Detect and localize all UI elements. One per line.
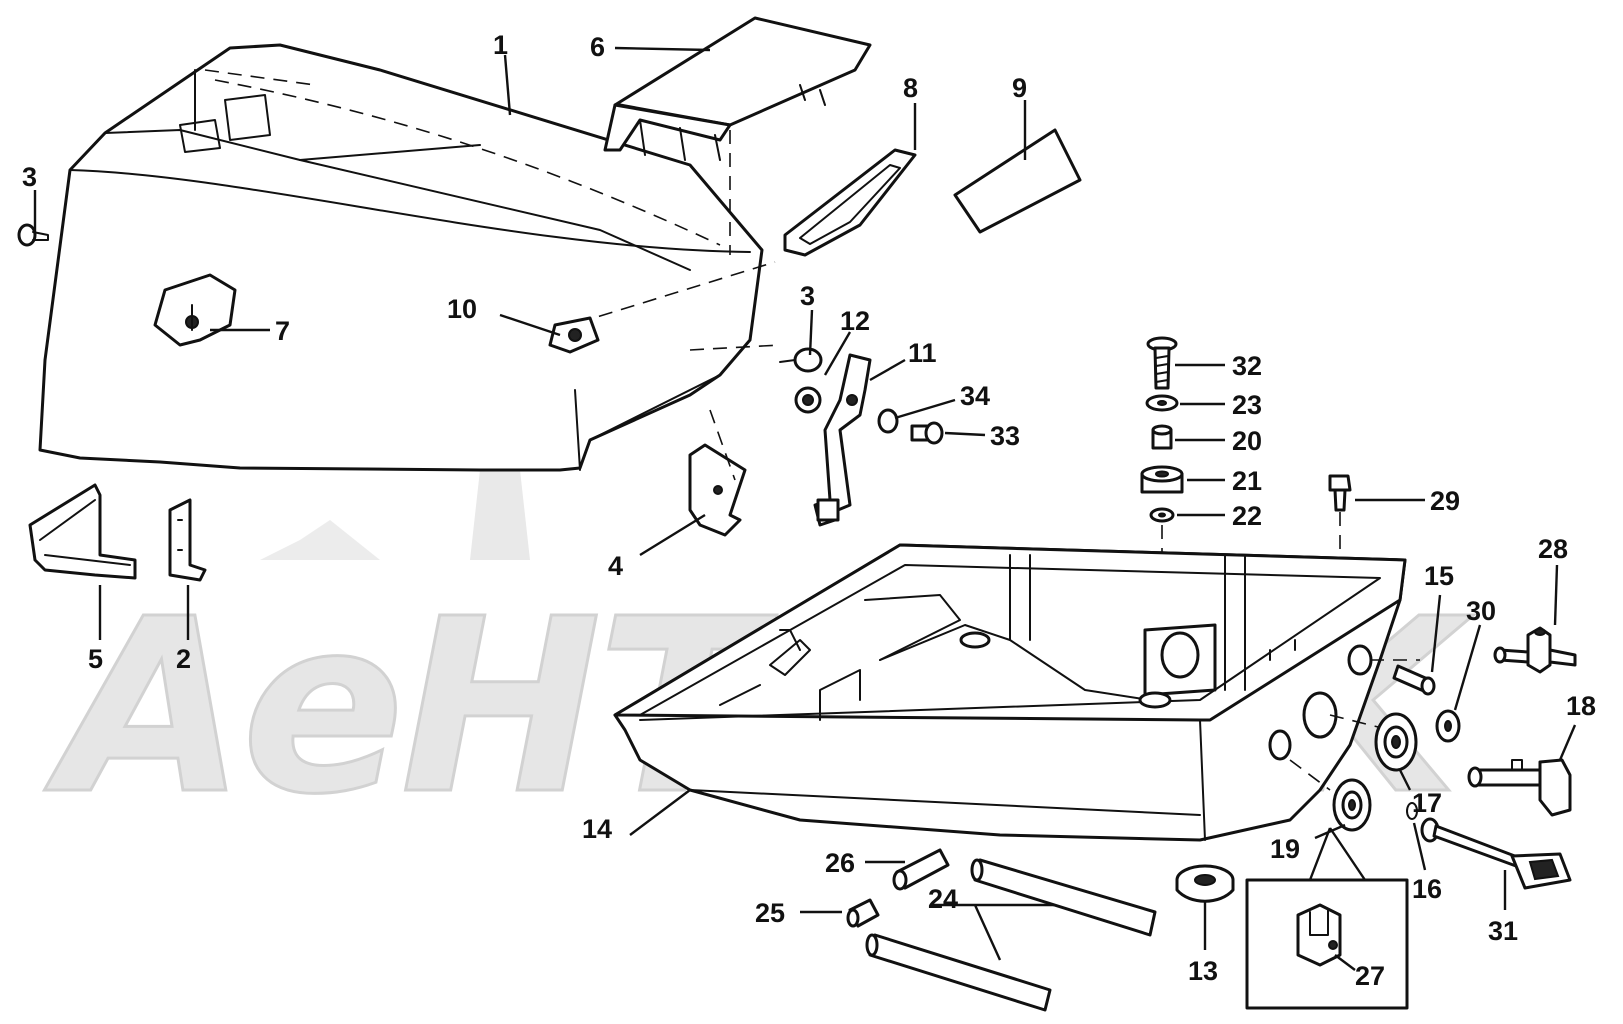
callout-4: 4 (608, 551, 623, 581)
mount-spacer (1151, 424, 1173, 450)
callout-19: 19 (1270, 834, 1300, 864)
callout-3-left: 3 (22, 162, 37, 192)
callout-20: 20 (1232, 426, 1262, 456)
lever-washer (877, 408, 899, 434)
callout-33: 33 (990, 421, 1020, 451)
screw-left (17, 223, 49, 247)
leader-lines (33, 46, 1577, 971)
mount-washer (1145, 394, 1179, 412)
lever-handle (1467, 758, 1572, 817)
pin-26 (892, 848, 950, 891)
fuel-connector (1493, 626, 1577, 674)
cover-grommet (548, 316, 600, 354)
grommet-large (1374, 712, 1418, 772)
seal-frame (783, 148, 917, 257)
detail-box (1245, 827, 1409, 1010)
latch-plate (688, 409, 747, 537)
callout-2: 2 (176, 644, 191, 674)
callout-21: 21 (1232, 466, 1262, 496)
callout-12: 12 (840, 306, 870, 336)
rubber-mount (1140, 465, 1184, 494)
tube-lower (865, 933, 1052, 1012)
long-bolt (1420, 817, 1572, 890)
pin (1392, 664, 1436, 696)
callout-7: 7 (275, 316, 290, 346)
callout-28: 28 (1538, 534, 1568, 564)
callout-26: 26 (825, 848, 855, 878)
latch-bracket (153, 273, 237, 347)
callout-1: 1 (493, 30, 508, 60)
callout-24: 24 (928, 884, 958, 914)
callout-22: 22 (1232, 501, 1262, 531)
mount-bolt (1146, 336, 1178, 390)
decal-strip (953, 128, 1082, 234)
o-ring (1406, 802, 1418, 820)
callout-27: 27 (1355, 961, 1385, 991)
callout-5: 5 (88, 644, 103, 674)
callout-23: 23 (1232, 390, 1262, 420)
small-bracket (168, 498, 207, 582)
seal-strip (28, 483, 137, 580)
callout-16: 16 (1412, 874, 1442, 904)
callout-25: 25 (755, 898, 785, 928)
callouts: 1 2 3 3 4 5 6 7 8 9 10 11 12 13 14 15 16… (22, 30, 1596, 991)
lever-washer-30 (1435, 709, 1461, 743)
callout-17: 17 (1412, 788, 1442, 818)
pin-25 (846, 898, 880, 928)
callout-8: 8 (903, 73, 918, 103)
loose-grommet (1175, 864, 1235, 903)
screw-right (779, 347, 823, 373)
callout-34: 34 (960, 381, 990, 411)
grommet-small (1332, 778, 1372, 832)
lower-motor-cover (613, 543, 1420, 842)
lever-bolt (910, 421, 944, 445)
callout-6: 6 (590, 32, 605, 62)
callout-11: 11 (908, 338, 937, 368)
callout-14: 14 (582, 814, 612, 844)
tube-upper (970, 858, 1157, 937)
callout-3-right: 3 (800, 281, 815, 311)
callout-32: 32 (1232, 351, 1262, 381)
lever-bushing (794, 386, 822, 414)
latch-lever (813, 353, 872, 527)
callout-15: 15 (1424, 561, 1454, 591)
top-cover-plate (603, 16, 872, 255)
callout-9: 9 (1012, 73, 1027, 103)
callout-10: 10 (447, 294, 477, 324)
callout-31: 31 (1488, 916, 1518, 946)
callout-18: 18 (1566, 691, 1596, 721)
callout-29: 29 (1430, 486, 1460, 516)
upper-motor-cover (38, 43, 781, 472)
callout-30: 30 (1466, 596, 1496, 626)
callout-13: 13 (1188, 956, 1218, 986)
